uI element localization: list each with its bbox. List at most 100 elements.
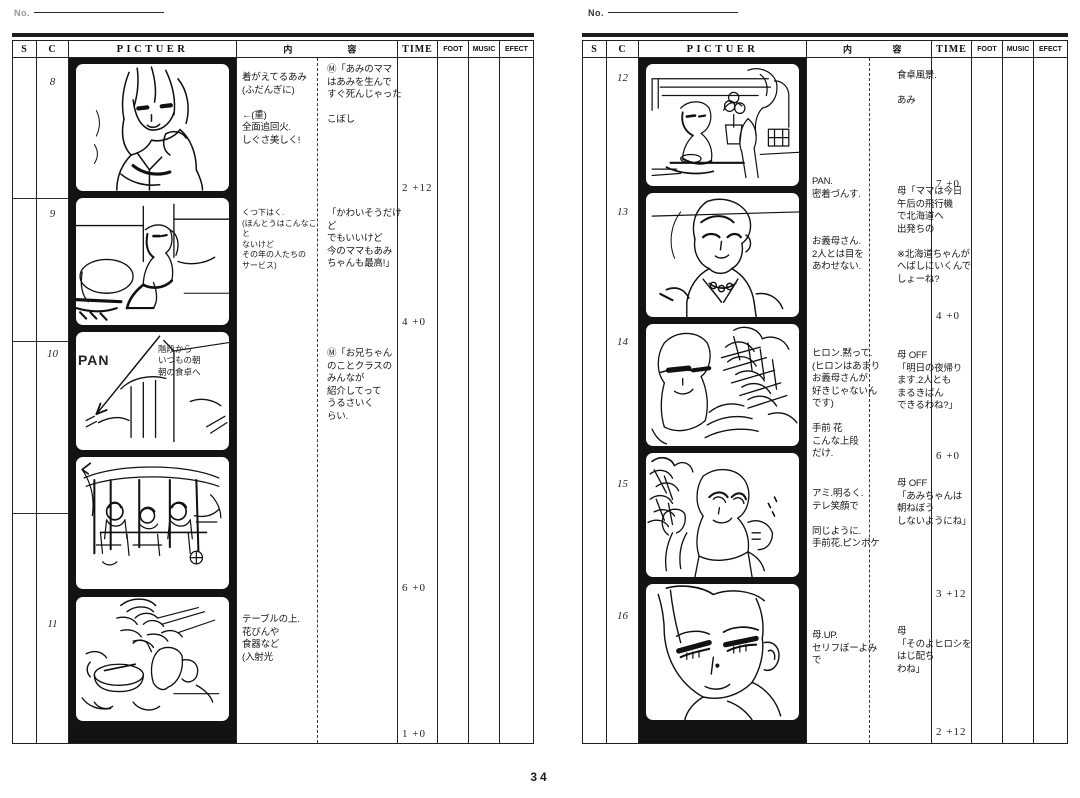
cut-cells-left: 8 9 10 11 bbox=[37, 58, 68, 743]
direction-note: くつ下はく. (ほんとうはこんなこと ないけど その年の人たちの サービス) bbox=[242, 208, 317, 270]
cut-number: 16 bbox=[617, 610, 628, 622]
storyboard-frame[interactable] bbox=[646, 64, 799, 186]
music-cells-left bbox=[469, 58, 499, 743]
header-time-left: TIME bbox=[398, 41, 437, 58]
time-cells-right: 7 +0 4 +0 6 +0 3 +12 2 +12 bbox=[932, 58, 971, 743]
time-value: 2 +12 bbox=[936, 726, 967, 738]
cut-number: 11 bbox=[47, 618, 58, 630]
content-cells-left: 着がえてるあみ (ふだんぎに) ←(重) 全面追回火. しぐさ美しく! Ⓜ「あみ… bbox=[237, 58, 402, 743]
storyboard-page-right: No. S C 12 13 14 15 16 PICTUER bbox=[540, 0, 1080, 798]
column-time-right: TIME 7 +0 4 +0 6 +0 3 +12 2 +12 bbox=[932, 41, 972, 743]
header-music-right: MUSIC bbox=[1003, 41, 1033, 58]
dialogue-note: 食卓風景. あみ bbox=[897, 70, 937, 107]
foot-cells-left bbox=[438, 58, 468, 743]
page-no-field-left: No. bbox=[14, 8, 164, 18]
dialogue-note: 母 OFF 「あみちゃんは 朝ねぼう しないようにね」 bbox=[897, 478, 972, 527]
time-value: 2 +12 bbox=[402, 182, 433, 194]
cut-number: 8 bbox=[49, 76, 56, 88]
storyboard-frame[interactable] bbox=[646, 193, 799, 317]
storyboard-frame[interactable] bbox=[76, 332, 229, 450]
dialogue-note: 母「ママは今日 午后の飛行機 で北海道へ 出発ちの ※北海道ちゃんが へばしにい… bbox=[897, 186, 971, 285]
time-value: 7 +0 bbox=[936, 178, 960, 190]
direction-note: テーブルの上. 花びんや 食器など (入射光 bbox=[242, 614, 300, 663]
header-music-left: MUSIC bbox=[469, 41, 499, 58]
direction-note: アミ.明るく. テレ笑顔で 同じように. 手前花.ピンボケ bbox=[812, 488, 880, 550]
cut-number: 14 bbox=[617, 336, 628, 348]
cut-number: 9 bbox=[49, 208, 56, 220]
header-efect-right: EFECT bbox=[1034, 41, 1067, 58]
no-rule-right bbox=[608, 12, 738, 13]
dialogue-note: 母 「そのよヒロシを はじ配ち わね」 bbox=[897, 626, 972, 675]
column-content-left: 内 容 着がえてるあみ (ふだんぎに) ←(重) 全面追回火. しぐさ美しく! … bbox=[237, 41, 402, 743]
header-cut-right: C bbox=[607, 41, 638, 58]
cut-cells-right: 12 13 14 15 16 bbox=[607, 58, 638, 743]
column-content-right: 内 容 PAN. 密着づんす. 食卓風景. あみ お義母さん. 2人とは目を あ… bbox=[807, 41, 972, 743]
header-content-right: 内 容 bbox=[807, 41, 931, 58]
storyboard-frame[interactable] bbox=[76, 198, 229, 325]
header-content-nai-left: 内 bbox=[283, 44, 293, 55]
dialogue-note: Ⓜ「あみのママ はあみを生んで すぐ死んじゃった こぼし bbox=[327, 64, 402, 126]
time-cells-left: 2 +12 4 +0 6 +0 1 +0 bbox=[398, 58, 437, 743]
film-strip-left bbox=[69, 58, 236, 743]
pan-label: PAN bbox=[78, 352, 110, 368]
cut-number: 13 bbox=[617, 206, 628, 218]
no-label-left: No. bbox=[14, 8, 30, 18]
storyboard-frame[interactable] bbox=[76, 597, 229, 721]
storyboard-frame[interactable] bbox=[76, 457, 229, 589]
time-value: 6 +0 bbox=[936, 450, 960, 462]
content-divider-right bbox=[869, 58, 870, 743]
header-content-left: 内 容 bbox=[237, 41, 397, 58]
cut-number: 15 bbox=[617, 478, 628, 490]
column-cut-right: C 12 13 14 15 16 bbox=[607, 41, 639, 743]
page-number: 34 bbox=[530, 770, 550, 784]
film-strip-right bbox=[639, 58, 806, 743]
header-picture-right: PICTUER bbox=[639, 41, 806, 58]
header-time-right: TIME bbox=[932, 41, 971, 58]
time-value: 4 +0 bbox=[936, 310, 960, 322]
scene-cells-left bbox=[13, 58, 36, 743]
storyboard-frame[interactable] bbox=[76, 64, 229, 191]
header-cut-left: C bbox=[37, 41, 68, 58]
content-divider-left bbox=[317, 58, 318, 743]
page-no-field-right: No. bbox=[588, 8, 738, 18]
music-cells-right bbox=[1003, 58, 1033, 743]
column-efect-right: EFECT bbox=[1034, 41, 1067, 743]
column-music-right: MUSIC bbox=[1003, 41, 1034, 743]
storyboard-frame[interactable] bbox=[646, 453, 799, 577]
column-picture-right: PICTUER bbox=[639, 41, 807, 743]
direction-note: 着がえてるあみ (ふだんぎに) ←(重) 全面追回火. しぐさ美しく! bbox=[242, 72, 307, 146]
header-scene-left: S bbox=[13, 41, 36, 58]
column-foot-left: FOOT bbox=[438, 41, 469, 743]
no-rule-left bbox=[34, 12, 164, 13]
foot-cells-right bbox=[972, 58, 1002, 743]
direction-note: PAN. 密着づんす. bbox=[812, 176, 861, 200]
picture-note: 階段から いつもの朝 朝の食卓へ bbox=[158, 344, 201, 377]
efect-cells-left bbox=[500, 58, 533, 743]
dialogue-note: 母 OFF 「明日の夜帰り ます.2人とも まるきばん できるわね?」 bbox=[897, 350, 963, 412]
time-value: 3 +12 bbox=[936, 588, 967, 600]
cut-number: 10 bbox=[47, 348, 58, 360]
storyboard-frame[interactable] bbox=[646, 324, 799, 446]
column-cut-left: C 8 9 10 11 bbox=[37, 41, 69, 743]
efect-cells-right bbox=[1034, 58, 1067, 743]
header-content-you-right: 容 bbox=[892, 44, 902, 55]
header-efect-left: EFECT bbox=[500, 41, 533, 58]
storyboard-table-left: S C 8 9 10 11 bbox=[12, 40, 534, 744]
picture-cells-right bbox=[639, 58, 806, 743]
cut-number: 12 bbox=[617, 72, 628, 84]
dialogue-note: Ⓜ「お兄ちゃん のことクラスの みんなが 紹介してって うるさいく らい. bbox=[327, 348, 393, 422]
column-scene-left: S bbox=[13, 41, 37, 743]
header-foot-left: FOOT bbox=[438, 41, 468, 58]
top-band-left bbox=[12, 33, 534, 37]
column-time-left: TIME 2 +12 4 +0 6 +0 1 +0 bbox=[398, 41, 438, 743]
column-scene-right: S bbox=[583, 41, 607, 743]
picture-cells-left bbox=[69, 58, 236, 743]
storyboard-table-right: S C 12 13 14 15 16 PICTUER bbox=[582, 40, 1068, 744]
header-foot-right: FOOT bbox=[972, 41, 1002, 58]
column-efect-left: EFECT bbox=[500, 41, 533, 743]
content-cells-right: PAN. 密着づんす. 食卓風景. あみ お義母さん. 2人とは目を あわせない… bbox=[807, 58, 972, 743]
direction-note: お義母さん. 2人とは目を あわせない. bbox=[812, 236, 864, 273]
storyboard-frame[interactable] bbox=[646, 584, 799, 720]
top-band-right bbox=[582, 33, 1068, 37]
